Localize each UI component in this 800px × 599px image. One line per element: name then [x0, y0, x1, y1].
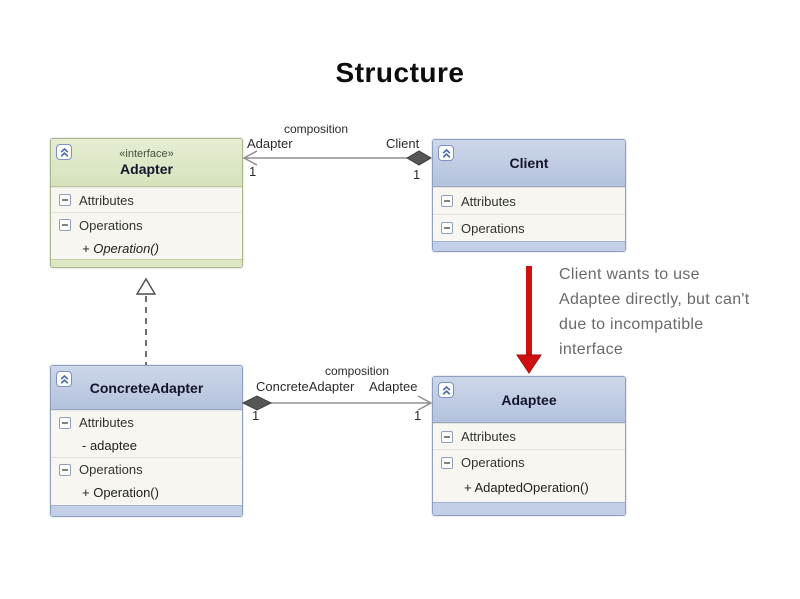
red-arrowhead-icon — [516, 354, 542, 374]
class-name: Client — [509, 155, 549, 171]
operations-label: Operations — [461, 220, 525, 236]
connector-name-label: composition — [324, 364, 390, 378]
minus-icon[interactable] — [59, 219, 71, 231]
minus-icon[interactable] — [441, 222, 453, 234]
operations-section-row[interactable]: Operations — [433, 449, 625, 475]
class-name: Adapter — [120, 161, 173, 177]
role-label-adapter: Adapter — [247, 136, 293, 151]
attributes-section-row[interactable]: Attributes — [433, 423, 625, 449]
collapse-button[interactable] — [438, 145, 454, 161]
note-line: interface — [559, 341, 624, 358]
operations-label: Operations — [461, 455, 525, 470]
role-label-client: Client — [386, 136, 420, 151]
attributes-label: Attributes — [79, 192, 134, 208]
operations-label: Operations — [79, 462, 143, 477]
page-title: Structure — [335, 57, 465, 88]
class-box-concrete-adapter[interactable]: ConcreteAdapter Attributes - adaptee Ope… — [50, 365, 243, 517]
box-footer — [51, 259, 242, 267]
role-label-adaptee: Adaptee — [369, 379, 418, 394]
operation-item[interactable]: + Operation() — [82, 240, 159, 256]
collapse-button[interactable] — [56, 144, 72, 160]
collapse-button[interactable] — [56, 371, 72, 387]
stereotype-label: «interface» — [119, 148, 174, 160]
box-footer — [51, 505, 242, 516]
minus-icon[interactable] — [59, 194, 71, 206]
chevron-double-up-icon — [60, 374, 68, 384]
adaptee-header: Adaptee — [433, 377, 625, 423]
chevron-double-up-icon — [442, 148, 450, 158]
class-name: Adaptee — [501, 391, 557, 408]
hollow-triangle-arrowhead-icon — [135, 277, 157, 295]
class-box-client[interactable]: Client Attributes Operations — [432, 139, 626, 252]
operations-label: Operations — [79, 217, 143, 233]
class-name: ConcreteAdapter — [89, 379, 204, 396]
box-footer — [433, 241, 625, 251]
operations-section-row[interactable]: Operations — [51, 212, 242, 237]
multiplicity-label: 1 — [249, 164, 257, 179]
adapter-header: «interface» Adapter — [51, 139, 242, 187]
open-arrowhead-icon — [242, 150, 258, 166]
connector-name-label: composition — [283, 122, 349, 136]
multiplicity-label: 1 — [414, 408, 422, 423]
concrete-adapter-header: ConcreteAdapter — [51, 366, 242, 410]
note-line: due to incompatible — [559, 316, 704, 333]
operation-item[interactable]: + Operation() — [82, 485, 159, 500]
operation-item[interactable]: + AdaptedOperation() — [464, 480, 589, 495]
minus-icon[interactable] — [441, 430, 453, 443]
class-box-adapter[interactable]: «interface» Adapter Attributes Operation… — [50, 138, 243, 268]
minus-icon[interactable] — [59, 416, 71, 429]
operations-section-row[interactable]: Operations — [433, 214, 625, 241]
multiplicity-label: 1 — [252, 408, 260, 423]
operations-section-row[interactable]: Operations — [51, 457, 242, 481]
class-box-adaptee[interactable]: Adaptee Attributes Operations + AdaptedO… — [432, 376, 626, 516]
composition-diamond-icon — [406, 150, 432, 166]
client-header: Client — [433, 140, 625, 187]
chevron-double-up-icon — [60, 147, 68, 157]
minus-icon[interactable] — [441, 195, 453, 207]
attributes-label: Attributes — [461, 193, 516, 209]
attributes-section-row[interactable]: Attributes — [51, 187, 242, 212]
attributes-section-row[interactable]: Attributes — [433, 187, 625, 214]
role-label-concrete-adapter: ConcreteAdapter — [256, 379, 355, 394]
minus-icon[interactable] — [441, 456, 453, 469]
chevron-double-up-icon — [442, 385, 450, 395]
box-footer — [433, 502, 625, 515]
attributes-label: Attributes — [461, 429, 516, 444]
attribute-item[interactable]: - adaptee — [82, 438, 137, 453]
collapse-button[interactable] — [438, 382, 454, 398]
minus-icon[interactable] — [59, 463, 71, 476]
attributes-label: Attributes — [79, 415, 134, 430]
note-line: Adaptee directly, but can't — [559, 291, 750, 308]
attributes-section-row[interactable]: Attributes — [51, 410, 242, 434]
annotation-note: Client wants to use Adaptee directly, bu… — [559, 262, 750, 362]
multiplicity-label: 1 — [413, 167, 421, 182]
note-line: Client wants to use — [559, 266, 700, 283]
